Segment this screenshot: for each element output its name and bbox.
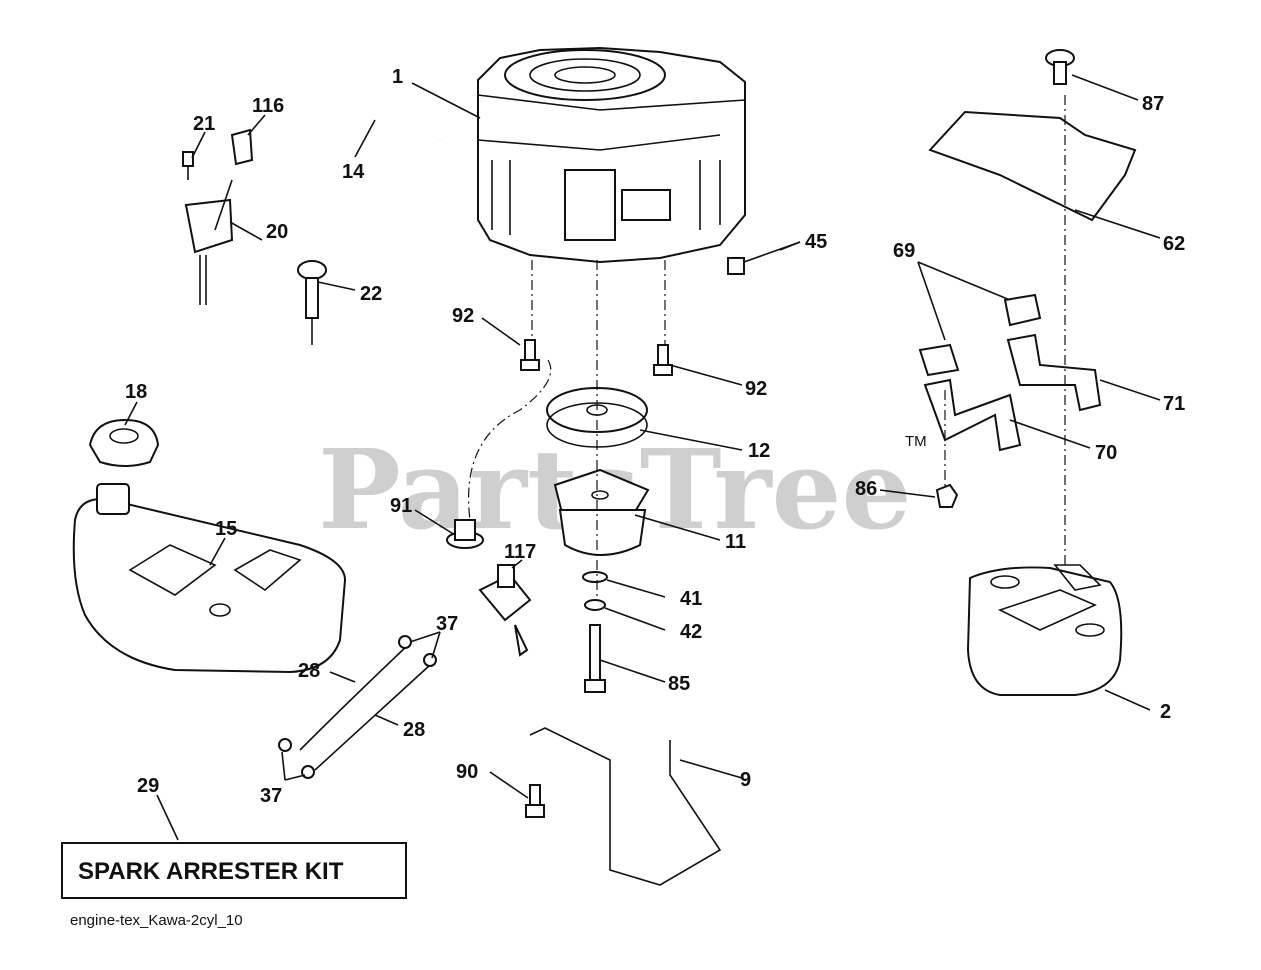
exhaust-pipe-70-part <box>923 378 1022 452</box>
kit-label: SPARK ARRESTER KIT <box>78 858 344 885</box>
bracket-bolt-part <box>525 784 545 818</box>
muffler-cap-part <box>1045 49 1075 85</box>
callout-117: 117 <box>504 541 536 563</box>
callout-41: 41 <box>680 588 702 610</box>
muffler-part <box>966 564 1123 696</box>
figure-caption: engine-tex_Kawa-2cyl_10 <box>70 912 243 929</box>
exhaust-pipe-71-part <box>1006 333 1102 412</box>
rod-part <box>529 727 722 886</box>
callout-91: 91 <box>390 495 412 517</box>
heat-shield-part <box>928 110 1137 222</box>
callout-20: 20 <box>266 221 288 243</box>
callout-21: 21 <box>193 113 215 135</box>
fuel-cap-part <box>88 418 160 467</box>
callout-116: 116 <box>252 95 284 117</box>
throttle-control-part <box>182 128 254 305</box>
fuel-hose-part <box>315 97 442 143</box>
engine-bolt-left-part <box>520 339 540 371</box>
callout-87: 87 <box>1142 93 1164 115</box>
callout-62: 62 <box>1163 233 1185 255</box>
engine-part <box>477 46 746 264</box>
callout-9: 9 <box>740 769 751 791</box>
kit-label-box <box>61 842 407 899</box>
callout-42: 42 <box>680 621 702 643</box>
callout-14: 14 <box>342 161 365 183</box>
callout-28-bottom: 28 <box>403 719 425 741</box>
callout-70: 70 <box>1095 442 1117 464</box>
callout-71: 71 <box>1163 393 1185 415</box>
callout-22: 22 <box>360 283 382 305</box>
pto-clutch-part <box>553 468 650 556</box>
callout-28-top: 28 <box>298 660 320 682</box>
callout-45: 45 <box>805 231 827 253</box>
engine-bolt-right-part <box>653 344 673 376</box>
shoulder-bolt-part <box>297 260 327 345</box>
callout-18: 18 <box>125 381 147 403</box>
callout-90: 90 <box>456 761 478 783</box>
callout-15: 15 <box>215 518 237 540</box>
fuel-tank-part <box>72 483 347 674</box>
washer-41-part <box>582 571 608 583</box>
callout-86: 86 <box>855 478 877 500</box>
callout-37-bottom: 37 <box>260 785 282 807</box>
fuel-lines-part <box>278 635 437 779</box>
callout-85: 85 <box>668 673 690 695</box>
fuel-valve-part <box>478 564 532 657</box>
leader-lines <box>124 74 1161 841</box>
callout-69: 69 <box>893 240 915 262</box>
callout-37-top: 37 <box>436 613 458 635</box>
callout-92-right: 92 <box>745 378 767 400</box>
alignment-lines <box>468 95 1066 600</box>
callout-29: 29 <box>137 775 159 797</box>
callout-12: 12 <box>748 440 770 462</box>
watermark-tm: TM <box>905 433 927 450</box>
gasket-part <box>918 293 1042 377</box>
washer-42-part <box>584 599 606 611</box>
callout-92-left: 92 <box>452 305 474 327</box>
callout-2: 2 <box>1160 701 1171 723</box>
spacer-part <box>446 519 484 549</box>
callout-11: 11 <box>725 531 746 553</box>
callout-1: 1 <box>392 66 403 88</box>
clutch-bolt-part <box>584 624 606 693</box>
nut-part <box>935 483 959 508</box>
